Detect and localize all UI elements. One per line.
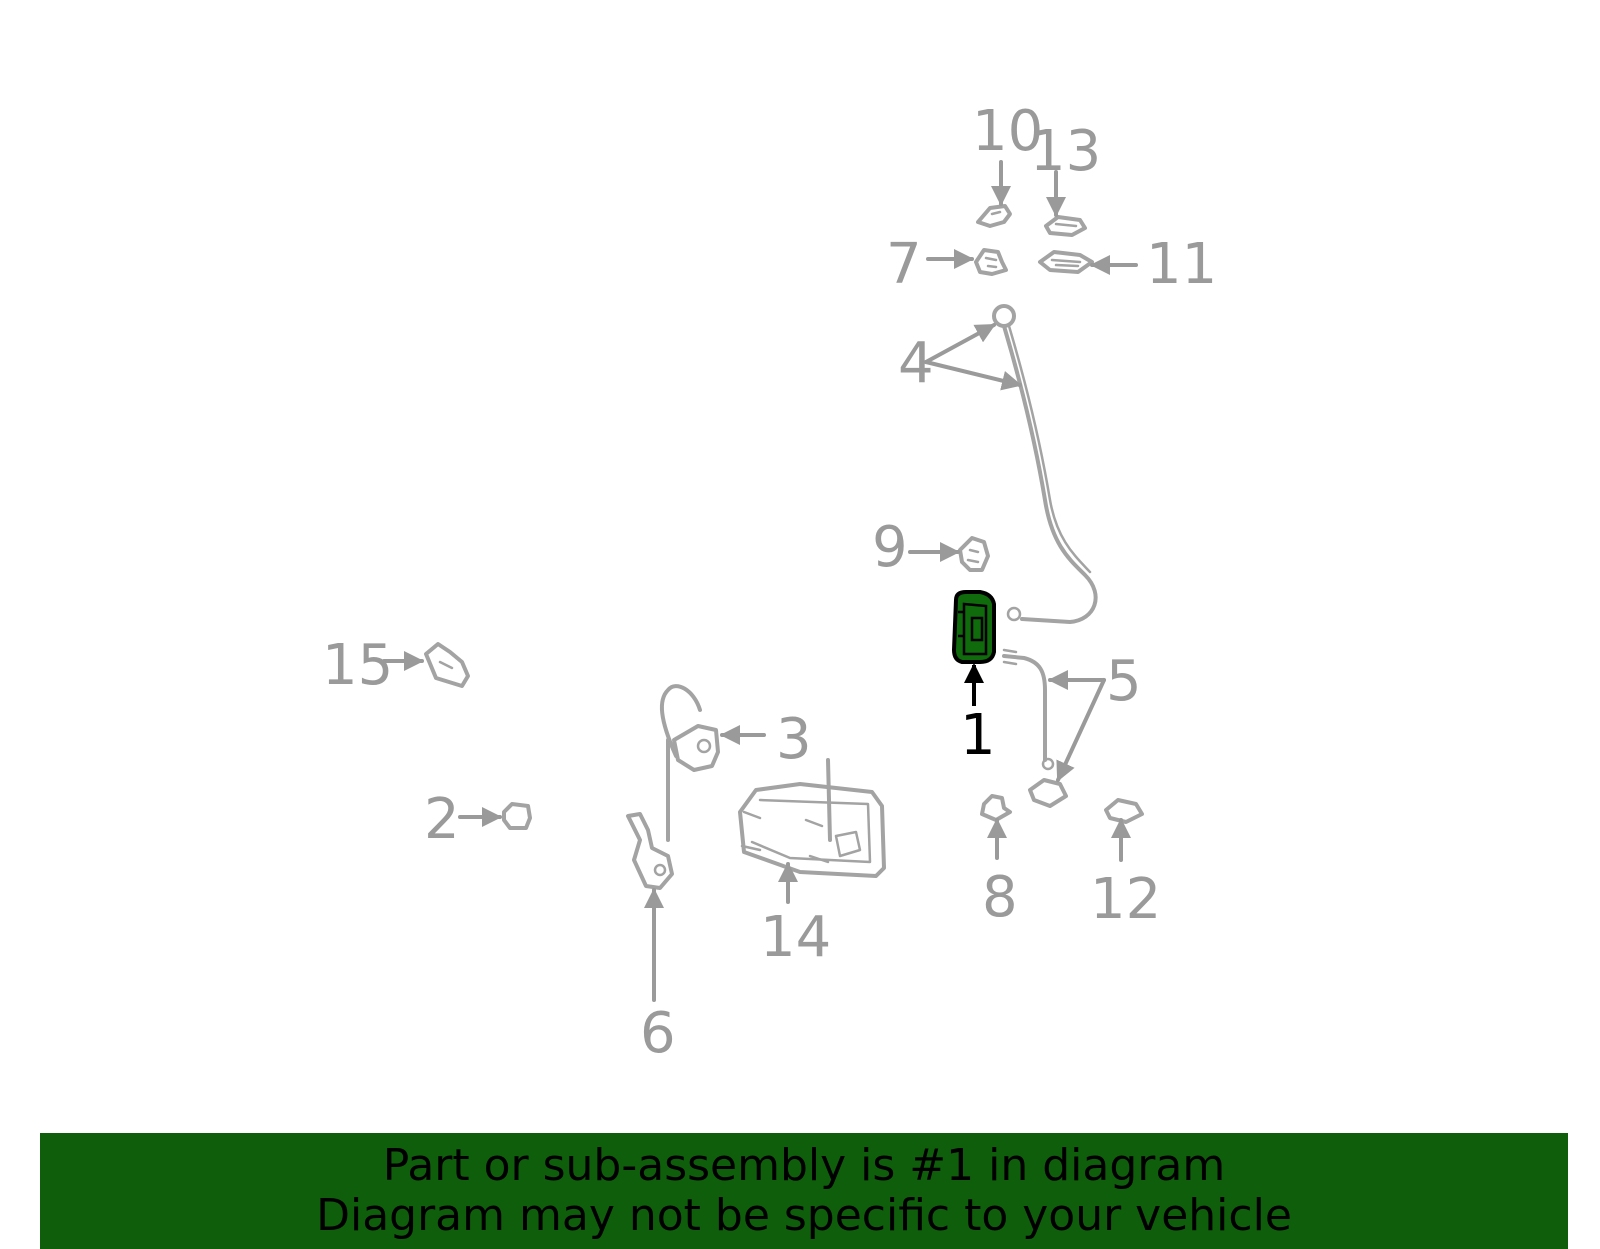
callout-3: 3 bbox=[776, 707, 812, 772]
callout-8: 8 bbox=[982, 865, 1018, 930]
callout-14: 14 bbox=[760, 905, 831, 970]
part-3[interactable] bbox=[659, 684, 720, 842]
callout-12: 12 bbox=[1090, 867, 1161, 932]
callout-4: 4 bbox=[898, 331, 934, 396]
part-7[interactable] bbox=[974, 248, 1008, 276]
callout-13: 13 bbox=[1030, 119, 1101, 184]
leader-4b bbox=[924, 360, 1022, 391]
banner-line-1: Part or sub-assembly is #1 in diagram bbox=[382, 1140, 1226, 1191]
callout-7: 7 bbox=[886, 232, 922, 297]
part-9[interactable] bbox=[958, 536, 990, 572]
leader-4a bbox=[924, 323, 996, 364]
info-banner: Part or sub-assembly is #1 in diagram Di… bbox=[40, 1133, 1568, 1249]
part-5[interactable] bbox=[1002, 648, 1068, 808]
part-14[interactable] bbox=[738, 758, 886, 878]
part-1-highlighted[interactable] bbox=[952, 590, 996, 664]
part-6[interactable] bbox=[626, 812, 674, 890]
callout-5: 5 bbox=[1106, 649, 1142, 714]
callout-10: 10 bbox=[972, 99, 1043, 164]
callout-2: 2 bbox=[424, 787, 460, 852]
leader-5b bbox=[1056, 678, 1106, 782]
callout-9: 9 bbox=[872, 515, 908, 580]
part-15[interactable] bbox=[424, 642, 470, 688]
callout-6: 6 bbox=[640, 1001, 676, 1066]
callout-11: 11 bbox=[1146, 232, 1217, 297]
part-13[interactable] bbox=[1044, 215, 1087, 237]
callout-15: 15 bbox=[322, 633, 393, 698]
banner-line-2: Diagram may not be specific to your vehi… bbox=[316, 1190, 1292, 1241]
part-2[interactable] bbox=[502, 802, 532, 830]
part-8[interactable] bbox=[980, 794, 1012, 822]
part-11[interactable] bbox=[1038, 250, 1094, 274]
part-12[interactable] bbox=[1104, 798, 1144, 824]
part-4[interactable] bbox=[992, 304, 1098, 624]
part-10[interactable] bbox=[976, 204, 1012, 228]
callout-1: 1 bbox=[960, 703, 996, 768]
